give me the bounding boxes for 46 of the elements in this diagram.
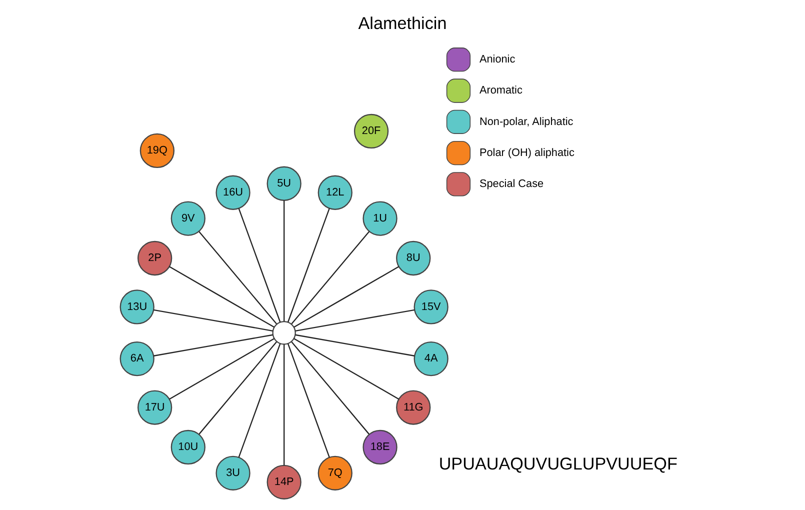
node-circle: 13U [120,289,154,324]
connector [291,340,370,434]
connector [295,334,415,356]
node-circle: 2P [138,240,172,276]
node-circle: 8U [396,240,431,276]
connector [284,200,285,321]
node-circle: 17U [138,390,172,424]
node-circle: 4A [414,340,448,376]
connector [238,342,281,457]
connector [287,342,330,457]
legend-label: Non-polar, Aliphatic [480,115,574,128]
node-circle: 5U [266,166,302,200]
node-circle [272,320,296,344]
connector [169,266,274,328]
connector [287,208,330,322]
connector [198,230,277,324]
node-circle: 18E [362,429,398,464]
node-circle: 10U [170,429,206,464]
diagram-title: Alamethicin [358,13,447,32]
connector [294,338,400,400]
legend-label: Anionic [480,52,516,65]
legend-label: Aromatic [480,84,522,96]
node-circle: 12L [318,174,352,210]
connector [198,340,277,434]
connector [169,338,274,400]
node-circle: 9V [170,200,206,236]
connector [295,308,415,331]
legend-label: Polar (OH) aliphatic [480,146,574,158]
node-circle: 7Q [318,455,352,490]
legend-label: Special Case [480,178,544,190]
node-circle: 15V [414,289,448,324]
connector [294,266,400,328]
node-circle: 20F [354,113,389,148]
node-circle: 16U [216,174,250,210]
node-circle: 19Q [140,132,174,168]
connector [154,308,273,331]
node-circle: 14P [266,464,302,499]
connector [291,230,370,324]
connector [284,344,285,465]
connector [154,334,273,356]
node-circle: 1U [362,200,398,236]
connector [238,208,281,322]
node-circle: 11G [396,390,431,424]
node-circle: 6A [120,340,154,376]
label: UPUAUAQUVUGLUPVUUEQF [438,454,678,474]
node-circle: 3U [216,455,250,490]
